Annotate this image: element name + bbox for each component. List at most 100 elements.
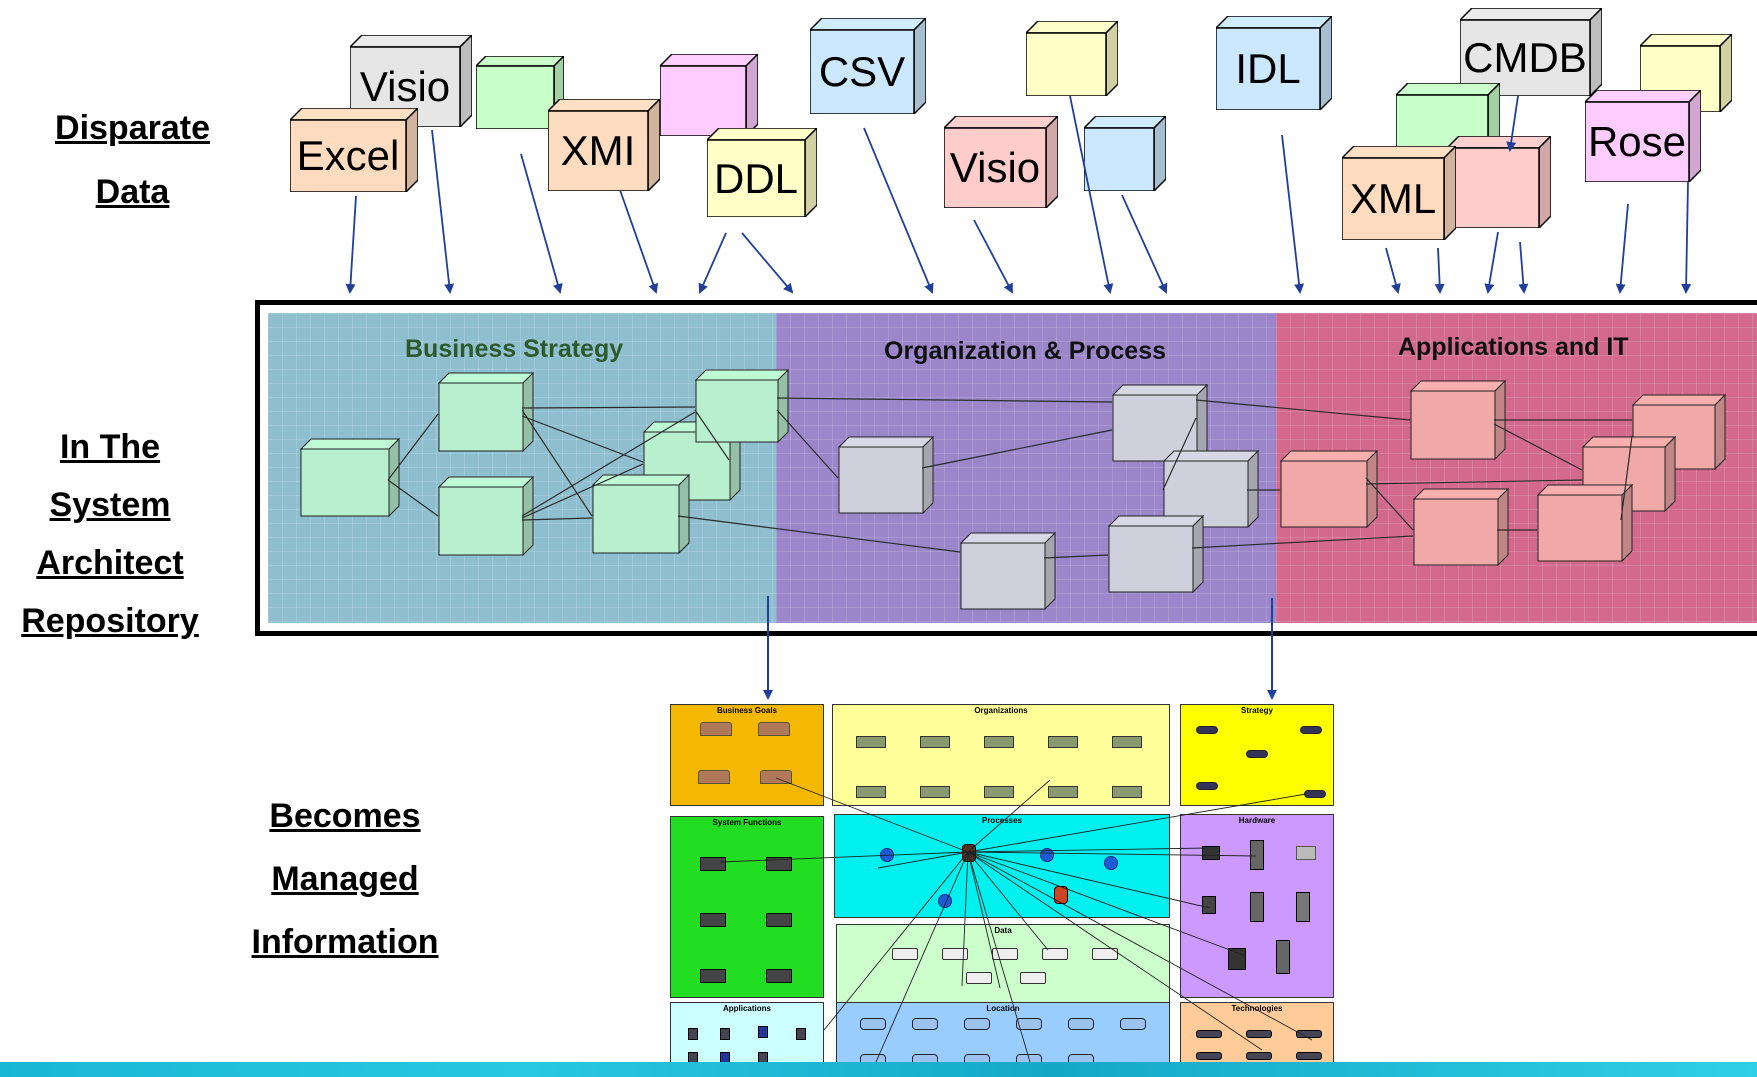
- technology-icon-5: [1246, 1052, 1272, 1060]
- cube-link-8: [521, 517, 593, 521]
- source-csv-label: CSV: [818, 48, 906, 95]
- source-excel-label: Excel: [296, 132, 400, 179]
- mosaic-link-10: [967, 851, 1263, 1051]
- cube-link-7: [521, 411, 696, 517]
- technology-icon-6: [1296, 1052, 1322, 1060]
- cube-link-21: [1365, 477, 1414, 531]
- mosaic-link-15: [823, 851, 969, 1031]
- mosaic-link-8: [967, 851, 1247, 957]
- process-gear-icon-3: [1104, 856, 1118, 870]
- data-icon-3: [992, 948, 1018, 960]
- source-arrow-10: [1121, 194, 1168, 294]
- cube-op-2: [1112, 384, 1208, 462]
- source-arrow-3: [520, 153, 563, 294]
- mosaic-link-11: [875, 851, 969, 1063]
- goal-icon-1: [700, 722, 732, 736]
- system-architect-repository: Business Strategy Organization & Process…: [255, 300, 1757, 636]
- label-system-architect-repository: In The System Architect Repository: [21, 428, 199, 640]
- hardware-icon-3: [1296, 846, 1316, 860]
- source-ddl: DDL: [707, 128, 817, 217]
- cube-link-20: [1493, 423, 1583, 471]
- mosaic-link-7: [967, 851, 1211, 909]
- mosaic-link-9: [967, 851, 1313, 1041]
- data-icon-4: [1042, 948, 1068, 960]
- source-arrow-15: [1518, 241, 1529, 294]
- mosaic-link-5: [967, 847, 1209, 853]
- organization-icon-10: [1112, 786, 1142, 798]
- hardware-icon-1: [1202, 846, 1220, 860]
- cube-link-10: [776, 409, 839, 479]
- organization-icon-7: [920, 786, 950, 798]
- hardware-icon-6: [1296, 892, 1310, 922]
- source-blank-pink-1: [660, 54, 758, 136]
- zone-title-organization: Organization & Process: [884, 337, 1167, 365]
- cube-bs-2: [438, 372, 534, 452]
- cube-link-11: [776, 397, 1113, 403]
- source-arrow-9: [1069, 95, 1114, 294]
- data-icon-2: [942, 948, 968, 960]
- cube-link-13: [677, 515, 961, 553]
- organization-icon-3: [984, 736, 1014, 748]
- label-managed-information: Becomes Managed Information: [251, 797, 439, 961]
- source-rose: Rose: [1585, 90, 1701, 182]
- source-visio-2: Visio: [944, 116, 1058, 208]
- source-idl-label: IDL: [1235, 45, 1301, 92]
- source-blank-red-1-shape: [1447, 136, 1551, 228]
- cube-link-4: [521, 415, 644, 463]
- cube-ai-5: [1413, 488, 1509, 566]
- cube-op-5: [960, 532, 1056, 610]
- label-disparate-data: Disparate Data: [55, 109, 210, 211]
- application-icon-3: [758, 1026, 768, 1038]
- cube-op-4: [1108, 515, 1204, 593]
- system-function-icon-4: [766, 913, 792, 927]
- cube-link-23: [1620, 435, 1633, 521]
- goal-icon-2: [758, 722, 790, 736]
- source-xml: XML: [1342, 146, 1456, 240]
- source-csv: CSV: [810, 18, 926, 114]
- zone-title-applications: Applications and IT: [1398, 333, 1629, 361]
- mosaic-link-6: [967, 851, 1257, 857]
- location-icon-2: [912, 1018, 938, 1030]
- cube-link-2: [387, 479, 439, 517]
- mosaic-link-4: [967, 779, 1051, 853]
- technology-icon-1: [1196, 1030, 1222, 1038]
- cube-link-6: [521, 463, 644, 519]
- source-cmdb-label: CMDB: [1463, 34, 1587, 81]
- source-idl: IDL: [1216, 16, 1332, 110]
- source-blank-yellow-1-shape: [1026, 21, 1118, 96]
- hardware-icon-8: [1276, 940, 1290, 974]
- mosaic-link-14: [961, 851, 969, 987]
- organization-icon-8: [984, 786, 1014, 798]
- source-blank-green-1: [476, 56, 564, 129]
- hardware-icon-2: [1250, 840, 1264, 870]
- source-blank-blue-1-shape: [1084, 116, 1166, 191]
- source-excel: Excel: [290, 108, 418, 192]
- strategy-icon-4: [1196, 782, 1218, 790]
- technology-icon-2: [1246, 1030, 1272, 1038]
- strategy-icon-2: [1300, 726, 1322, 734]
- data-icon-1: [892, 948, 918, 960]
- cube-link-5: [521, 409, 593, 517]
- mosaic-link-16: [967, 793, 1307, 853]
- footer-band: [0, 1062, 1757, 1077]
- cube-link-18: [1191, 535, 1414, 549]
- cube-ai-6: [1537, 484, 1633, 562]
- technology-icon-4: [1196, 1052, 1222, 1060]
- source-visio-1-label: Visio: [359, 63, 451, 110]
- source-xmi-label: XMI: [560, 127, 636, 174]
- system-function-icon-3: [700, 913, 726, 927]
- panel-business-goals: Business Goals: [670, 704, 824, 806]
- cube-link-1: [387, 413, 439, 481]
- cube-op-1: [838, 436, 934, 514]
- source-cmdb: CMDB: [1460, 8, 1602, 96]
- organization-icon-5: [1112, 736, 1142, 748]
- panel-data: Data: [836, 924, 1170, 1010]
- cube-link-9: [694, 409, 730, 461]
- application-icon-2: [720, 1028, 730, 1040]
- source-arrow-13: [1434, 247, 1445, 294]
- source-blank-red-1: [1447, 136, 1551, 228]
- data-icon-5: [1092, 948, 1118, 960]
- source-idl-shape: [1216, 16, 1332, 110]
- location-icon-5: [1068, 1018, 1094, 1030]
